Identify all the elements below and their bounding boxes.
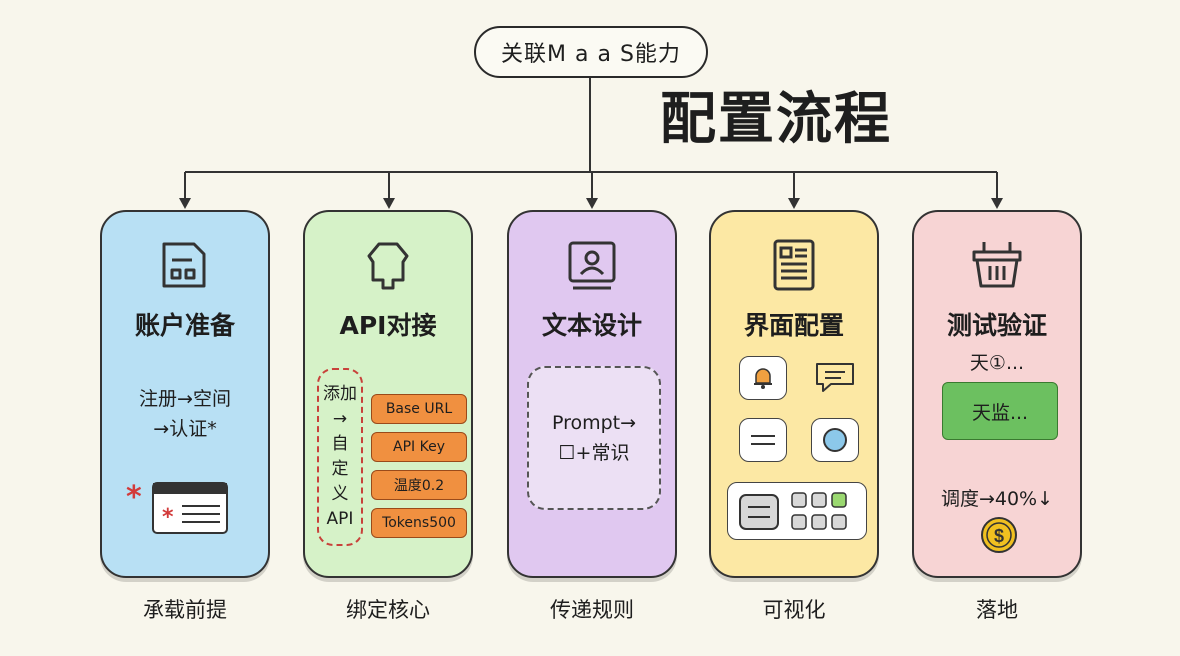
panel-widget bbox=[727, 482, 867, 540]
arrow-down-icon bbox=[586, 198, 598, 209]
arrow-down-icon bbox=[179, 198, 191, 209]
svg-text:$: $ bbox=[994, 526, 1004, 546]
chat-widget bbox=[811, 356, 859, 400]
arrow-down-icon bbox=[991, 198, 1003, 209]
monitor-button[interactable]: 天监... bbox=[942, 382, 1058, 440]
step-card-account: 账户准备 注册→空间 →认证* * * bbox=[100, 210, 270, 578]
card-title: 账户准备 bbox=[134, 311, 235, 340]
card-footer: 绑定核心 bbox=[346, 598, 430, 622]
panel-grid-icon bbox=[739, 492, 847, 530]
chat-bubble-icon bbox=[816, 363, 854, 392]
monitor-user-icon bbox=[568, 241, 616, 290]
circle-button-icon bbox=[823, 428, 847, 452]
param-tags: Base URL API Key 温度0.2 Tokens500 bbox=[371, 394, 467, 546]
card-title: API对接 bbox=[339, 311, 437, 340]
panel-icon bbox=[739, 494, 779, 530]
card-title: 测试验证 bbox=[946, 311, 1047, 340]
step-card-ui: 界面配置 bbox=[709, 210, 879, 578]
required-star: * bbox=[126, 480, 142, 515]
param-tag: Tokens500 bbox=[371, 508, 467, 538]
api-plug-icon bbox=[367, 242, 409, 290]
form-card-icon: * bbox=[152, 482, 228, 534]
capability-pill: 关联M a a S能力 bbox=[474, 26, 708, 78]
card-footer: 承载前提 bbox=[143, 598, 227, 622]
card-title: 文本设计 bbox=[541, 311, 642, 340]
test-line: 天①... bbox=[969, 352, 1025, 374]
arrow-down-icon bbox=[788, 198, 800, 209]
card-footer: 可视化 bbox=[762, 598, 826, 622]
basket-icon bbox=[972, 242, 1022, 288]
card-body: 注册→空间 →认证* bbox=[139, 388, 231, 440]
document-icon bbox=[773, 239, 815, 291]
bell-widget bbox=[739, 356, 787, 400]
arrow-down-icon bbox=[383, 198, 395, 209]
schedule-line: 调度→40%↓ bbox=[940, 488, 1054, 510]
param-tag: API Key bbox=[371, 432, 467, 462]
param-tag: Base URL bbox=[371, 394, 467, 424]
menu-lines-icon bbox=[751, 435, 775, 445]
menu-widget bbox=[739, 418, 787, 462]
param-tag: 温度0.2 bbox=[371, 470, 467, 500]
bell-icon bbox=[754, 368, 772, 389]
prompt-box: Prompt→ ☐+常识 bbox=[527, 366, 661, 510]
svg-text:*: * bbox=[162, 505, 174, 530]
circle-button-widget bbox=[811, 418, 859, 462]
card-footer: 传递规则 bbox=[550, 598, 634, 622]
dollar-coin-icon: $ bbox=[981, 517, 1017, 553]
grid-icon bbox=[791, 492, 847, 530]
step-card-api: API对接 添加 → 自 定 义 API Base URL API Key 温度… bbox=[303, 210, 473, 578]
card-title: 界面配置 bbox=[743, 311, 844, 340]
card-footer: 落地 bbox=[976, 598, 1018, 622]
step-card-test: 测试验证 天①... 天监... 调度→40%↓ $ bbox=[912, 210, 1082, 578]
custom-api-box: 添加 → 自 定 义 API bbox=[317, 368, 363, 546]
step-card-text: 文本设计 Prompt→ ☐+常识 bbox=[507, 210, 677, 578]
page-title: 配置流程 bbox=[660, 87, 892, 152]
card-reader-icon bbox=[162, 242, 206, 288]
